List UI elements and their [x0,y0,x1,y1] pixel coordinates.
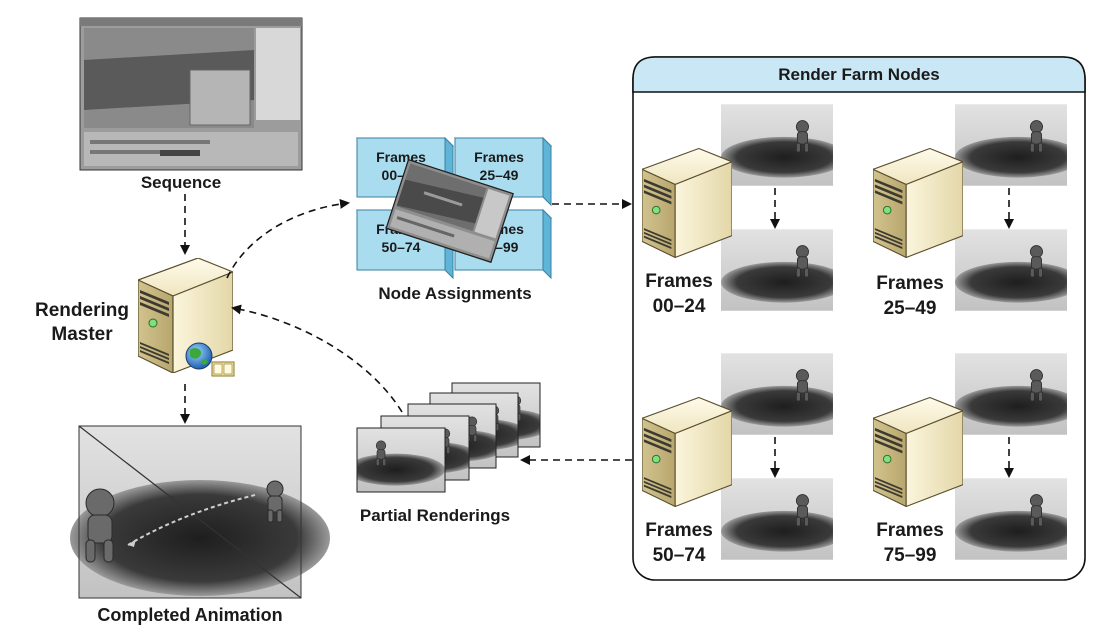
farm-node-1-line1: Frames [645,271,713,292]
completed-animation-image [70,425,330,599]
render-farm-panel [632,56,1086,581]
render-farm-title: Render Farm Nodes [778,65,940,84]
globe-icon [185,342,213,370]
node-assignments-label: Node Assignments [378,284,532,303]
assignment-1-line2: 00–24 [381,167,421,183]
rendering-master-line2: Master [51,324,113,345]
farm-node-label-3: Frames 50–74 [637,518,721,568]
rendering-master-line1: Rendering [35,300,129,321]
partial-renderings-label: Partial Renderings [359,506,511,525]
assignment-label-3: Frames 50–74 [357,220,445,256]
farm-node-4-line2: 75–99 [883,545,937,566]
folder-icon [211,361,235,377]
master-server-icon [138,258,233,373]
assignment-2-line1: Frames [474,149,524,165]
assignment-4-line2: 75–99 [479,239,519,255]
arrow-master-to-assignments [226,198,350,279]
rendering-master-label: Rendering Master [26,299,138,347]
assignment-3-line2: 50–74 [381,239,421,255]
farm-node-label-4: Frames 75–99 [868,518,952,568]
farm-server-icon-4 [873,397,963,507]
render-00-24-after [721,229,833,311]
arrows [180,188,1014,478]
assignment-label-2: Frames 25–49 [455,148,543,184]
sequence-screenshot [79,17,303,171]
sequence-label: Sequence [140,173,222,192]
render-25-49-before [955,104,1067,186]
render-50-74-before [721,353,833,435]
arrow-partial-to-master [231,304,403,413]
farm-node-label-1: Frames 00–24 [637,269,721,319]
render-25-49-after [955,229,1067,311]
farm-node-2-line2: 25–49 [883,298,937,319]
assignment-2-line2: 25–49 [479,167,519,183]
completed-animation-label: Completed Animation [97,605,283,625]
render-50-74-after [721,478,833,560]
farm-node-label-2: Frames 25–49 [868,271,952,321]
farm-node-1-line2: 00–24 [652,296,706,317]
render-00-24-before [721,104,833,186]
assignment-3-line1: Frames [376,221,426,237]
assignment-label-1: Frames 00–24 [357,148,445,184]
farm-node-4-line1: Frames [876,520,944,541]
render-75-99-after [955,478,1067,560]
farm-server-icon-2 [873,148,963,258]
assignment-4-line1: Frames [474,221,524,237]
assignment-1-line1: Frames [376,149,426,165]
assignment-label-4: Frames 75–99 [455,220,543,256]
partial-renderings-stack [356,382,541,493]
render-75-99-before [955,353,1067,435]
farm-node-2-line1: Frames [876,273,944,294]
farm-node-3-line1: Frames [645,520,713,541]
farm-server-icon-1 [642,148,732,258]
farm-server-icon-3 [642,397,732,507]
farm-node-3-line2: 50–74 [652,545,706,566]
